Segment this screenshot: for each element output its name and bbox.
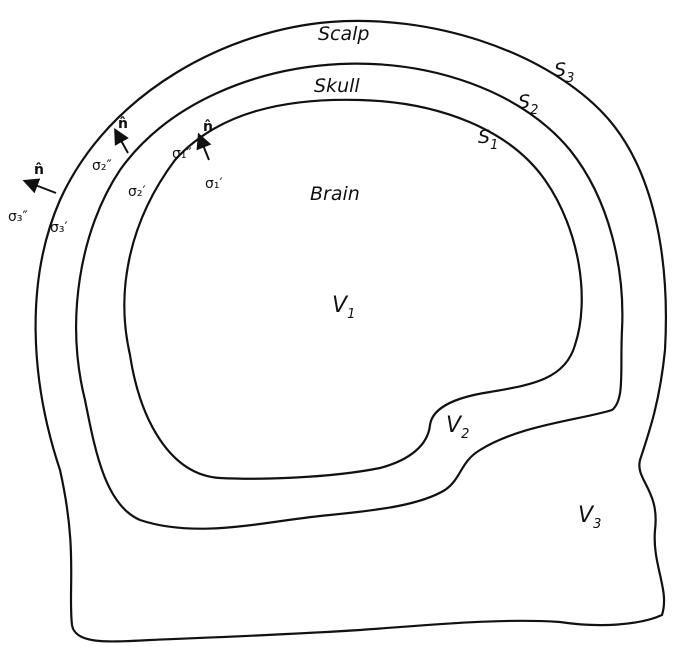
normal-label-s3: n̂ xyxy=(34,162,44,178)
surface-s2-label: S2 xyxy=(518,91,538,118)
normal-arrow-s2 xyxy=(114,128,129,154)
scalp-label: Scalp xyxy=(318,23,370,45)
normal-arrow-s3 xyxy=(22,178,57,194)
volume-v2-label: V2 xyxy=(446,413,469,442)
surface-s2-outline xyxy=(75,62,624,530)
brain-label: Brain xyxy=(310,183,360,205)
sigma1-outer-label: σ₁″ xyxy=(172,146,192,162)
surface-s1-label: S1 xyxy=(478,126,498,153)
surface-s3-outline xyxy=(34,19,668,643)
surface-s3-label: S3 xyxy=(554,59,574,86)
volume-v3-label: V3 xyxy=(578,503,601,532)
sigma2-outer-label: σ₂″ xyxy=(92,158,112,174)
normal-arrow-s1 xyxy=(196,132,212,161)
normal-label-s1: n̂ xyxy=(203,119,213,135)
sigma2-inner-label: σ₂′ xyxy=(128,184,146,200)
sigma3-outer-label: σ₃″ xyxy=(8,209,28,225)
sigma1-inner-label: σ₁′ xyxy=(205,176,223,192)
volume-v1-label: V1 xyxy=(332,293,355,322)
sigma3-inner-label: σ₃′ xyxy=(50,220,68,236)
surface-s1-outline xyxy=(123,98,583,480)
skull-label: Skull xyxy=(314,75,360,97)
normal-label-s2: n̂ xyxy=(118,116,128,132)
